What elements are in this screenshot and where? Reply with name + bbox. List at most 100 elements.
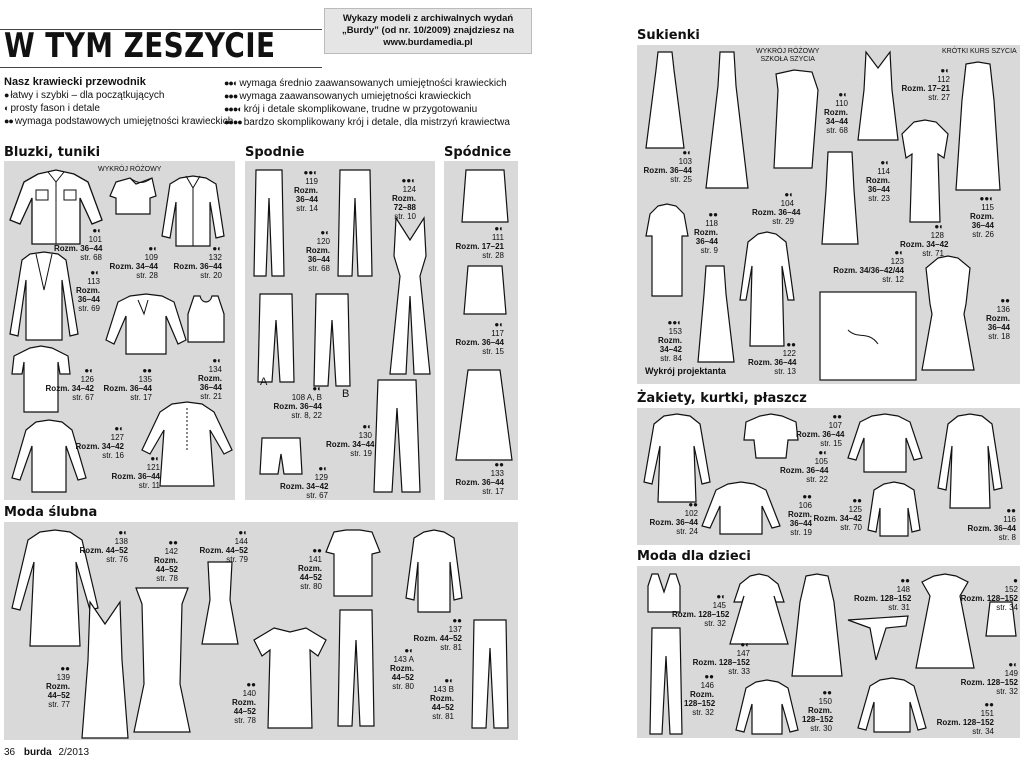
garment-123-pattern-drawing[interactable] (818, 290, 918, 382)
model-size: Rozm. 36–44 (455, 478, 504, 487)
garment-142-gown-drawing[interactable] (132, 584, 192, 734)
garment-113-cardigan-drawing[interactable] (8, 250, 80, 342)
garment-133-skirt-drawing[interactable] (454, 368, 514, 462)
garment-153-dress-drawing[interactable] (690, 264, 740, 364)
garment-139-dress-drawing[interactable] (80, 600, 130, 740)
model-page: str. 8, 22 (291, 411, 322, 420)
garment-129-shorts-drawing[interactable] (258, 436, 304, 476)
garment-104-maxidress-drawing[interactable] (704, 50, 750, 190)
garment-120-trousers-drawing[interactable] (336, 168, 374, 278)
difficulty-dots-icon: ●● (1000, 296, 1010, 305)
garment-150-jacket-drawing[interactable] (734, 678, 800, 736)
garment-152-skirt-drawing[interactable] (984, 600, 1018, 638)
model-page: str. 68 (308, 264, 330, 273)
model-variant: A, B (306, 393, 322, 402)
garment-130-trousers-drawing[interactable] (372, 378, 422, 494)
model-size: Rozm. 128–152 (960, 678, 1018, 687)
difficulty-dots-icon: ●◐ (682, 148, 692, 157)
garment-108b-trousers-drawing[interactable] (312, 292, 352, 388)
garment-101-shirt-drawing[interactable] (8, 168, 104, 248)
garment-124-jumpsuit-drawing[interactable] (386, 216, 434, 376)
model-page: str. 29 (772, 217, 794, 226)
garment-105-jacket-drawing[interactable] (846, 412, 924, 474)
model-page: str. 28 (136, 271, 158, 280)
garment-146-trousers-drawing[interactable] (648, 626, 684, 736)
model-page: str. 17 (482, 487, 504, 496)
model-number: 140 (242, 689, 256, 698)
model-size: Rozm. (694, 228, 718, 237)
variant-b-label: B (342, 388, 350, 400)
garment-148-dress-drawing[interactable] (790, 572, 844, 678)
garment-108a-trousers-drawing[interactable] (256, 292, 296, 384)
garment-109-top-drawing[interactable] (108, 176, 158, 216)
garment-138-coat-drawing[interactable] (10, 528, 100, 648)
model-size: Rozm. 36–44 (273, 402, 322, 411)
garment-116-coat-drawing[interactable] (936, 412, 1004, 510)
garment-115-maxidress-drawing[interactable] (954, 60, 1002, 192)
garment-136-dress-drawing[interactable] (920, 254, 976, 372)
garment-149-dress-drawing[interactable] (914, 572, 976, 670)
model-size: Rozm. 36–44 (748, 358, 797, 367)
model-number: 123 (890, 257, 904, 266)
model-size: Rozm. 34–44 (109, 262, 158, 271)
garment-123-dress-drawing[interactable] (820, 150, 860, 246)
difficulty-dots-icon: ●● (246, 680, 256, 689)
model-size: 44–52 (391, 673, 414, 682)
garment-127-raglan-drawing[interactable] (10, 418, 88, 494)
garment-126-tee-drawing[interactable] (10, 344, 72, 414)
model-number: 113 (87, 277, 100, 286)
model-page: str. 68 (80, 253, 102, 262)
garment-147-dress-drawing[interactable] (728, 572, 790, 646)
garment-102-parka-drawing[interactable] (642, 412, 712, 504)
guide-item: ●łatwy i szybki – dla początkujących (4, 89, 233, 102)
garment-143b-trousers-drawing[interactable] (470, 618, 510, 730)
model-number: 147 (736, 649, 750, 658)
garment-135-blouse-drawing[interactable] (104, 292, 188, 356)
title-bottom-rule (0, 67, 322, 68)
garment-128-blouse-drawing[interactable] (900, 118, 950, 224)
model-number: 143 A (393, 655, 414, 664)
model-size: 36–44 (789, 519, 812, 528)
model-page: str. 34 (972, 727, 994, 736)
garment-111-skirt-drawing[interactable] (460, 168, 510, 224)
garment-151-jacket-drawing[interactable] (856, 676, 928, 734)
garment-132-shirt-drawing[interactable] (160, 174, 226, 248)
garment-122-dress-drawing[interactable] (738, 230, 796, 348)
garment-134-top-drawing[interactable] (186, 294, 226, 344)
brand-name: burda (23, 747, 52, 758)
model-number: 120 (316, 237, 330, 246)
model-size: Rozm. 128–152 (692, 658, 750, 667)
model-size: Rozm. 36–44 (54, 244, 103, 253)
garment-119-trousers-drawing[interactable] (252, 168, 286, 278)
model-page: str. 18 (988, 332, 1010, 341)
garment-106-jacket-drawing[interactable] (700, 480, 782, 536)
model-page: str. 21 (200, 392, 222, 401)
garment-103-dress-drawing[interactable] (644, 50, 686, 150)
garment-107-jacket-drawing[interactable] (742, 412, 800, 460)
garment-141-top-drawing[interactable] (322, 528, 384, 598)
model-page: str. 32 (692, 708, 714, 717)
archive-note-link[interactable]: www.burdamedia.pl (383, 37, 473, 48)
garment-143a-trousers-drawing[interactable] (336, 608, 376, 728)
difficulty-dots-icon: ●◐ (880, 158, 890, 167)
garment-121-tunic-drawing[interactable] (140, 400, 234, 488)
garment-118-dress-drawing[interactable] (644, 202, 690, 298)
garment-125-jacket-drawing[interactable] (866, 480, 922, 538)
garment-137-jacket-drawing[interactable] (404, 528, 464, 614)
difficulty-dots-icon: ●◐ (784, 190, 794, 199)
garment-110-dress-drawing[interactable] (768, 68, 820, 170)
garment-145-vest-drawing[interactable] (646, 572, 682, 614)
garment-144-dress-drawing[interactable] (200, 560, 240, 646)
model-number: 110 (835, 99, 848, 108)
garment-148-sash-drawing[interactable] (846, 612, 910, 662)
garment-114-dress-drawing[interactable] (856, 50, 900, 142)
garment-117-skirt-drawing[interactable] (460, 264, 510, 316)
garment-140-dress-drawing[interactable] (252, 626, 328, 730)
